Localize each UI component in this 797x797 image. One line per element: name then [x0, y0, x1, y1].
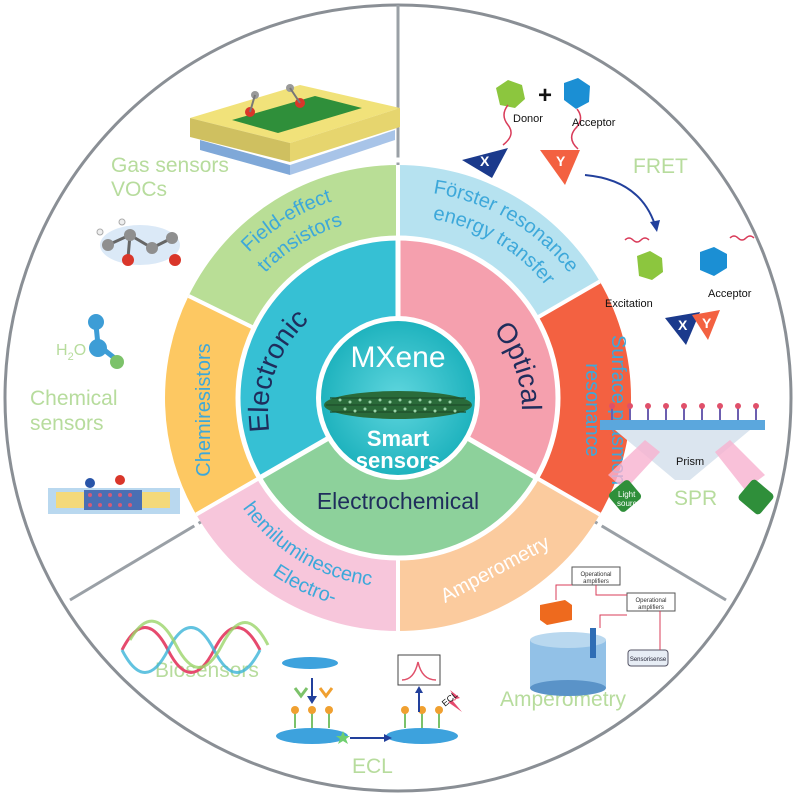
voc-molecule-icon [96, 218, 181, 266]
center-subtitle-line2: sensors [356, 448, 440, 473]
spr-illustration: Prism Light source [600, 403, 774, 515]
electrochemical-sector [259, 438, 537, 559]
chemical-label: Chemical [30, 387, 118, 410]
h2o-label: H2O [56, 342, 86, 363]
inner-ring [157, 157, 639, 639]
op-amp-text-2a: Operational [635, 598, 666, 604]
acceptor-text-top: Acceptor [572, 117, 616, 129]
spr-outer-label: SPR [674, 487, 717, 510]
light-source-icon [608, 480, 642, 512]
chemiresistor-device-icon [48, 475, 180, 514]
y-label-top: Y [556, 153, 566, 169]
chemiresistors-label: Chemiresistors [193, 343, 215, 476]
detector-icon [738, 479, 774, 515]
amperometry-illustration: Operational amplifiers Operational ampli… [530, 566, 676, 696]
donor-octagon-icon [496, 80, 525, 108]
prism-text: Prism [676, 456, 704, 468]
y-triangle-icon [540, 150, 580, 185]
ecl-illustration: ECL [276, 654, 462, 744]
electrochemical-label: Electrochemical [317, 488, 479, 514]
spr-label-line2: resonance [581, 363, 603, 456]
gas-sensors-label: Gas sensors [111, 154, 229, 177]
light-source-text-1: Light [618, 490, 636, 499]
x-label-bottom: X [678, 317, 688, 333]
excitation-text: Excitation [605, 298, 653, 310]
donor-text: Donor [513, 113, 543, 125]
light-source-text-2: source [617, 499, 642, 508]
center-subtitle-line1: Smart [367, 426, 430, 451]
op-amp-text-2b: amplifiers [638, 605, 664, 611]
x-label-top: X [480, 153, 490, 169]
center-core: MXene Smart sensors [316, 316, 480, 480]
acceptor-octagon-icon [564, 78, 590, 109]
device-text: Sensorisense [630, 657, 667, 663]
op-amp-text-1a: Operational [580, 572, 611, 578]
sensors-label: sensors [30, 412, 104, 435]
amperometry-outer-label: Amperometry [500, 688, 627, 711]
mxene-lattice-icon [324, 391, 472, 419]
acceptor-text-bottom: Acceptor [708, 288, 752, 300]
center-title: MXene [350, 341, 445, 374]
electronic-sector [237, 238, 398, 478]
optical-sector [398, 238, 559, 478]
spr-label-line1: Surface plasmon [607, 335, 629, 485]
op-amp-text-1b: amplifiers [583, 579, 609, 585]
fret-outer-label: FRET [633, 155, 688, 178]
fret-illustration: Donor Acceptor Excitation Acceptor + X Y… [462, 78, 755, 345]
dna-helix-icon [120, 619, 270, 674]
biosensors-label: Biosensors [155, 659, 259, 682]
plus-sign: + [538, 82, 552, 109]
y-label-bottom: Y [702, 315, 712, 331]
ecl-outer-label: ECL [352, 755, 393, 778]
x-triangle-icon [462, 148, 508, 178]
fet-device-icon [190, 84, 400, 175]
vocs-label: VOCs [111, 178, 167, 201]
water-molecule-icon [88, 314, 124, 369]
